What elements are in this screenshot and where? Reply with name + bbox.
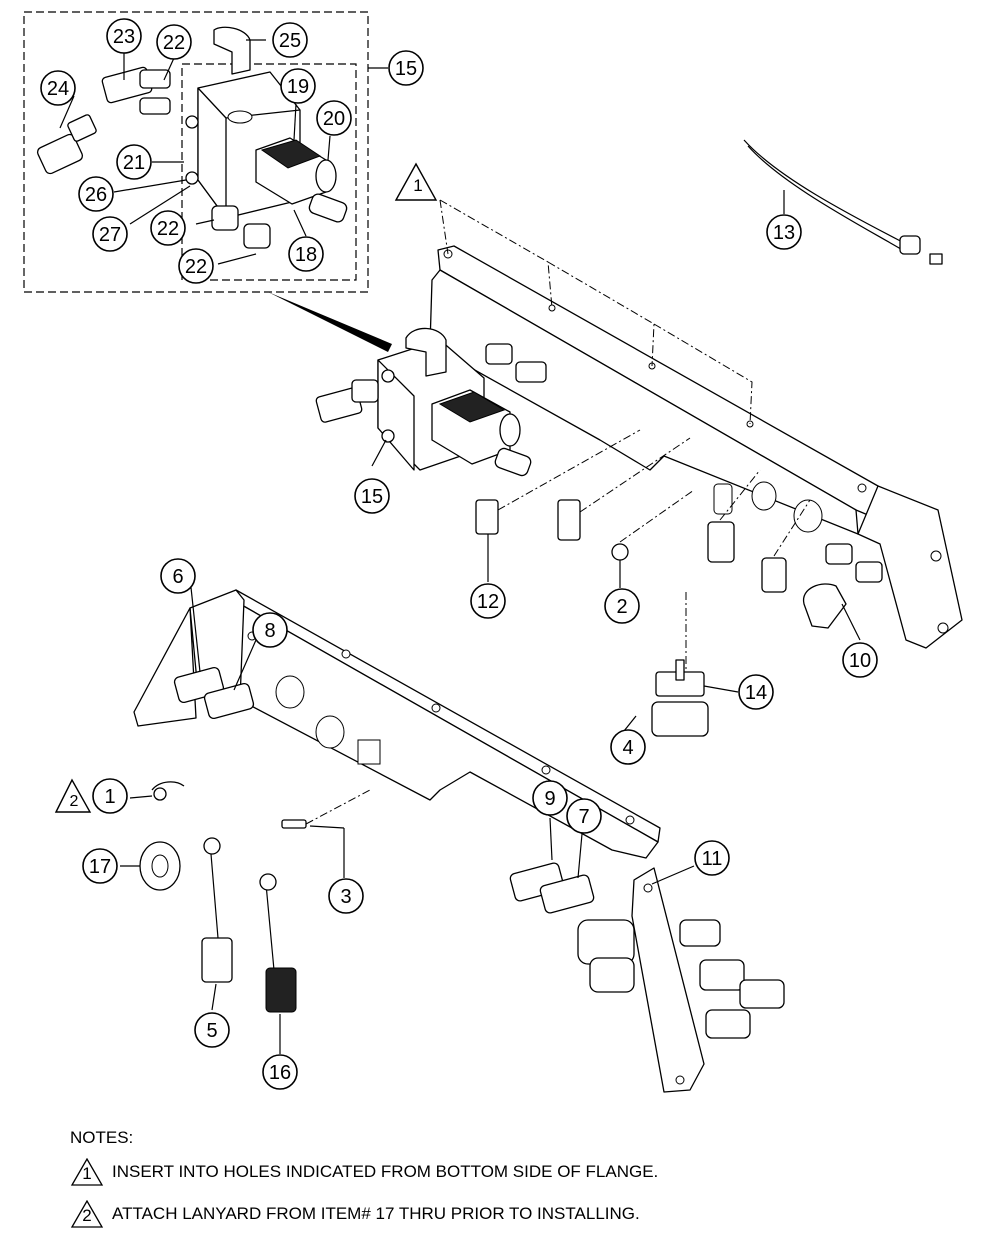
callout-24-label: 24 <box>47 78 69 100</box>
callout-10: 10 <box>842 642 878 678</box>
note-item-1: 1 INSERT INTO HOLES INDICATED FROM BOTTO… <box>70 1158 658 1186</box>
callout-26: 26 <box>78 176 114 212</box>
note-item-2: 2 ATTACH LANYARD FROM ITEM# 17 THRU PRIO… <box>70 1200 658 1228</box>
callout-3-label: 3 <box>340 886 351 908</box>
callout-8: 8 <box>252 612 288 648</box>
note-2-text: ATTACH LANYARD FROM ITEM# 17 THRU PRIOR … <box>112 1204 640 1223</box>
callout-15-main: 15 <box>354 478 390 514</box>
callout-15-detail-label: 15 <box>395 58 417 80</box>
callout-22-b: 22 <box>150 210 186 246</box>
callout-5-label: 5 <box>206 1020 217 1042</box>
callout-1-label: 1 <box>104 786 115 808</box>
notes-section: NOTES: 1 INSERT INTO HOLES INDICATED FRO… <box>70 1128 658 1242</box>
callout-3: 3 <box>328 878 364 914</box>
callout-9-label: 9 <box>544 788 555 810</box>
callout-27-label: 27 <box>99 224 121 246</box>
flag-2-lower-label: 2 <box>70 793 79 810</box>
callout-6-label: 6 <box>172 566 183 588</box>
callout-4: 4 <box>610 729 646 765</box>
callout-22-c: 22 <box>178 248 214 284</box>
callout-1: 1 <box>92 778 128 814</box>
callout-25: 25 <box>272 22 308 58</box>
callout-7-label: 7 <box>578 806 589 828</box>
note-2-flag-label: 2 <box>82 1206 92 1225</box>
callout-21: 21 <box>116 144 152 180</box>
callout-17: 17 <box>82 848 118 884</box>
callout-9: 9 <box>532 780 568 816</box>
callout-15-detail: 15 <box>388 50 424 86</box>
callout-12-label: 12 <box>477 591 499 613</box>
callout-17-label: 17 <box>89 856 111 878</box>
callout-16-label: 16 <box>269 1062 291 1084</box>
callout-21-label: 21 <box>123 152 145 174</box>
callout-22-b-label: 22 <box>157 218 179 240</box>
callout-19-label: 19 <box>287 76 309 98</box>
callout-12: 12 <box>470 583 506 619</box>
callout-11: 11 <box>694 840 730 876</box>
callout-18-label: 18 <box>295 244 317 266</box>
callout-20: 20 <box>316 100 352 136</box>
callout-2: 2 <box>604 588 640 624</box>
note-1-text: INSERT INTO HOLES INDICATED FROM BOTTOM … <box>112 1162 659 1181</box>
note-1-flag-label: 1 <box>82 1164 92 1183</box>
callout-11-label: 11 <box>702 848 723 870</box>
callout-23-label: 23 <box>113 26 135 48</box>
callout-19: 19 <box>280 68 316 104</box>
detail-view-box <box>23 11 369 293</box>
detail-pointer <box>268 292 392 352</box>
callout-10-label: 10 <box>849 650 871 672</box>
note-2-flag: 2 <box>70 1200 104 1228</box>
detail-subassembly-box <box>181 63 357 281</box>
callout-24: 24 <box>40 70 76 106</box>
callout-15-main-label: 15 <box>361 486 383 508</box>
callout-6: 6 <box>160 558 196 594</box>
callout-5: 5 <box>194 1012 230 1048</box>
callout-4-label: 4 <box>622 737 633 759</box>
callout-7: 7 <box>566 798 602 834</box>
flag-2-lower: 2 <box>54 778 92 813</box>
callout-22-a: 22 <box>156 24 192 60</box>
flag-1-upper-label: 1 <box>413 176 422 195</box>
callout-16: 16 <box>262 1054 298 1090</box>
callout-20-label: 20 <box>323 108 345 130</box>
callout-27: 27 <box>92 216 128 252</box>
callout-13-label: 13 <box>773 222 795 244</box>
callout-22-c-label: 22 <box>185 256 207 278</box>
callout-23: 23 <box>106 18 142 54</box>
callout-2-label: 2 <box>616 596 627 618</box>
callout-25-label: 25 <box>279 30 301 52</box>
callout-14-label: 14 <box>745 682 767 704</box>
callout-8-label: 8 <box>264 620 275 642</box>
flag-1-upper: 1 <box>394 162 438 201</box>
callout-22-a-label: 22 <box>163 32 185 54</box>
callout-14: 14 <box>738 674 774 710</box>
callout-18: 18 <box>288 236 324 272</box>
notes-heading: NOTES: <box>70 1128 134 1147</box>
note-1-flag: 1 <box>70 1158 104 1186</box>
callout-13: 13 <box>766 214 802 250</box>
callout-26-label: 26 <box>85 184 107 206</box>
